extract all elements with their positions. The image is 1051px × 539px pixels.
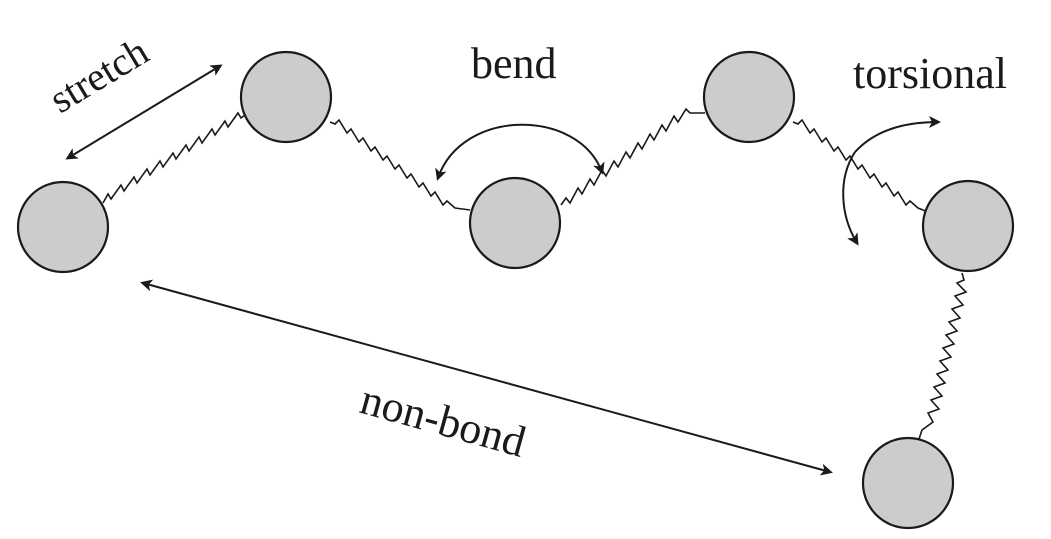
torsional-label: torsional — [853, 49, 1007, 98]
bend-arrow — [435, 123, 605, 181]
bond-spring-4-5 — [792, 118, 929, 213]
bond-spring-1-2 — [102, 111, 246, 204]
atom-3 — [468, 176, 562, 270]
torsional-arrow-down — [842, 151, 859, 246]
atom-1 — [16, 180, 110, 274]
atom-6 — [861, 436, 955, 530]
non-bond-arrow — [140, 279, 833, 476]
bond-spring-5-6 — [917, 272, 968, 443]
bend-label: bend — [471, 39, 557, 88]
bond-spring-2-3 — [329, 118, 471, 211]
non-bond-label: non-bond — [355, 374, 531, 466]
torsional-arrow-up — [854, 116, 941, 153]
atom-4 — [702, 50, 796, 144]
bond-spring-3-4 — [560, 107, 705, 206]
stretch-arrow — [65, 64, 223, 160]
atom-2 — [239, 50, 333, 144]
stretch-label: stretch — [41, 28, 156, 121]
atom-5 — [921, 179, 1015, 273]
